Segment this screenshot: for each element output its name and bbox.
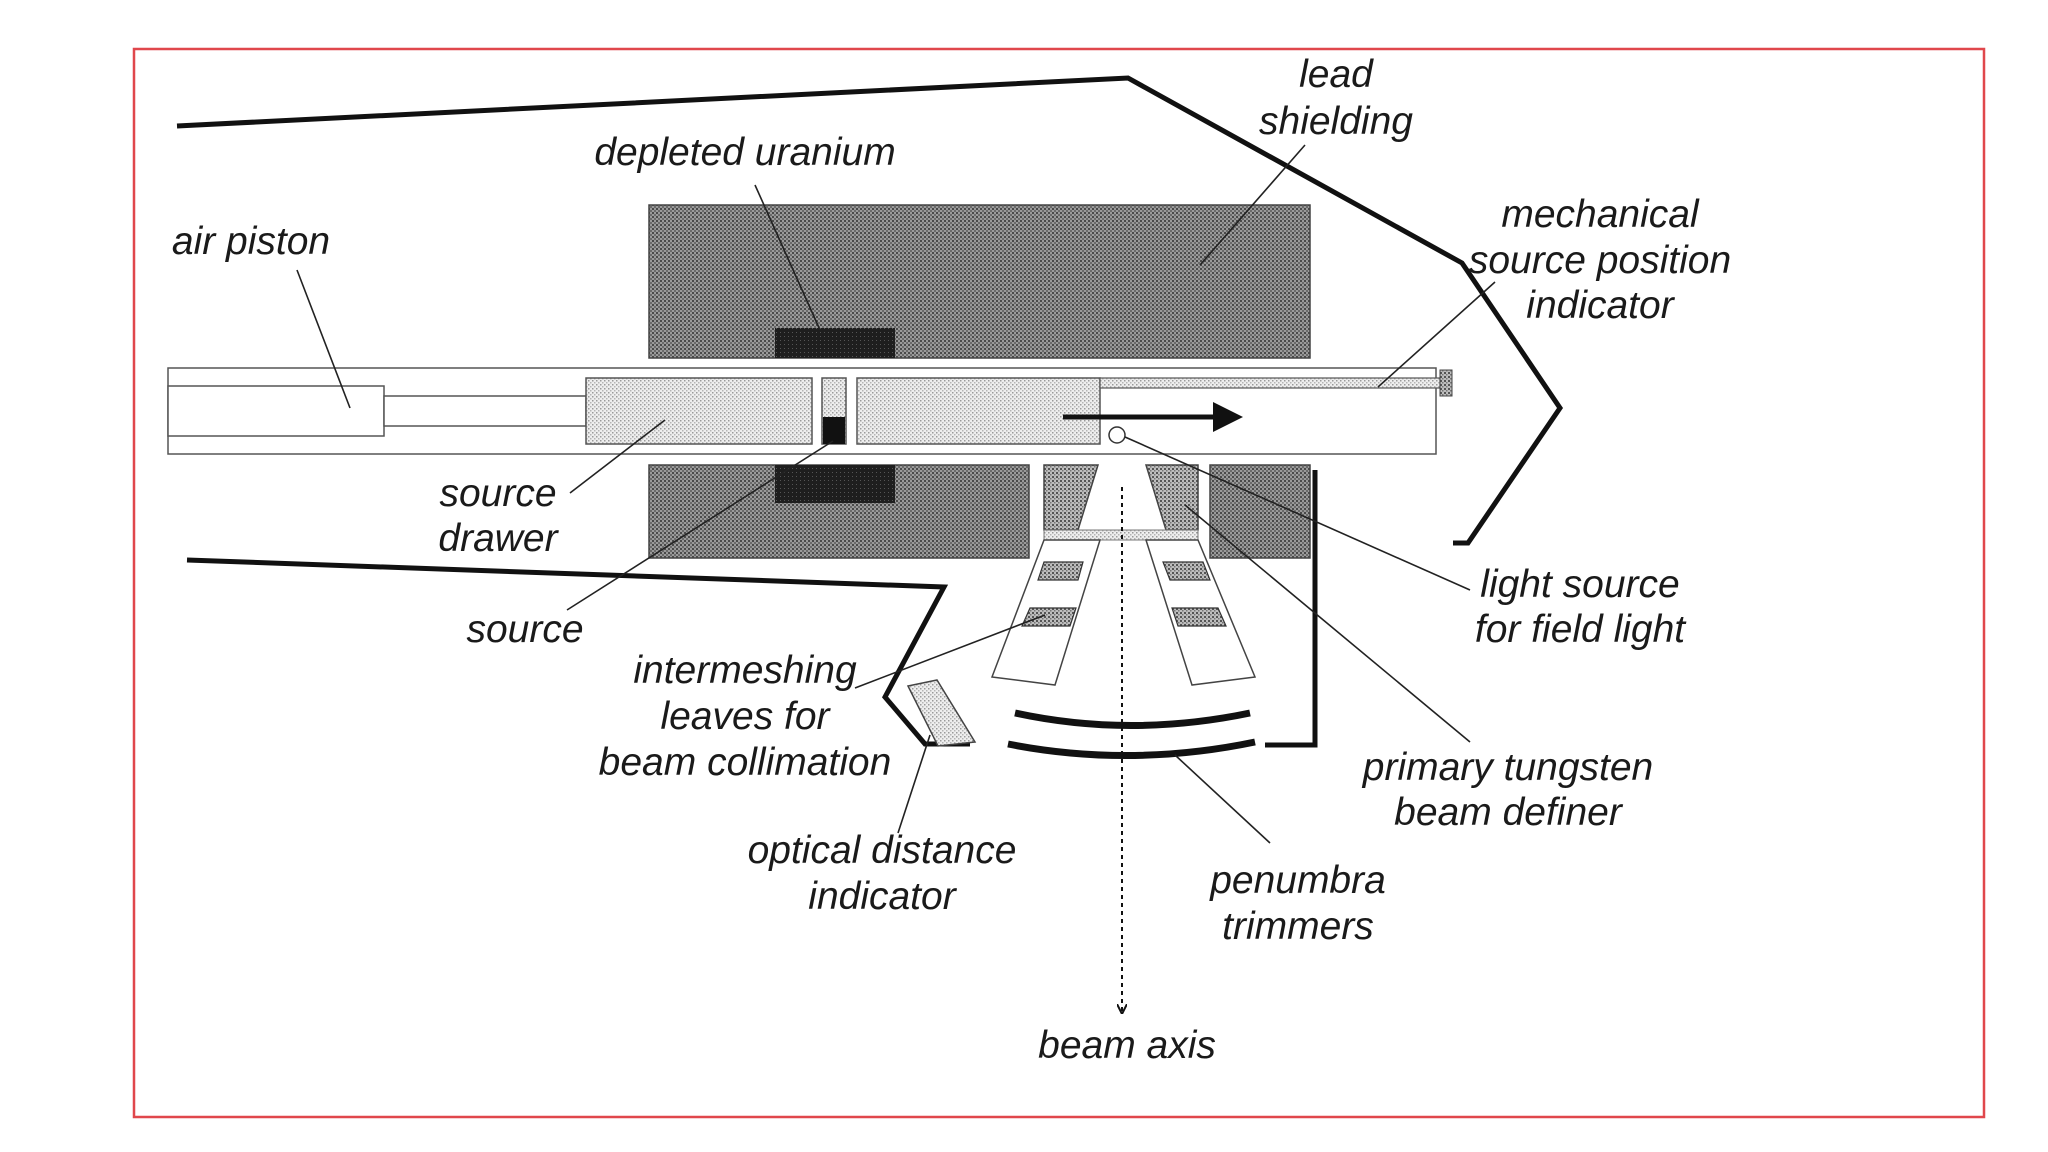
leader-light-source	[1124, 436, 1471, 591]
label-light-source-1: light source	[1480, 563, 1679, 606]
leader-tungsten	[1184, 504, 1471, 743]
label-source: source	[466, 608, 583, 651]
light-source-bulb	[1108, 426, 1126, 444]
housing-outline-top	[176, 75, 1564, 546]
label-penumbra-1: penumbra	[1209, 859, 1386, 902]
label-lead-shielding-1: lead	[1299, 53, 1374, 96]
leader-lead-shielding	[1199, 144, 1306, 266]
position-indicator-tip	[1439, 369, 1453, 397]
source-core	[823, 417, 845, 444]
leader-mechanical-indicator	[1377, 281, 1496, 388]
depleted-uranium-lower	[775, 465, 895, 503]
label-beam-axis: beam axis	[1038, 1024, 1216, 1067]
label-tungsten-1: primary tungsten	[1362, 746, 1653, 789]
label-leaves-1: intermeshing	[633, 649, 857, 692]
leader-penumbra	[1174, 754, 1271, 844]
label-source-drawer-1: source	[439, 472, 556, 515]
label-air-piston: air piston	[172, 220, 330, 263]
lead-shielding-upper	[648, 204, 1311, 359]
leader-lines	[296, 144, 1496, 844]
leader-source-drawer	[569, 419, 666, 494]
label-source-drawer-2: drawer	[438, 517, 559, 560]
leaf-left-upper	[1037, 561, 1084, 581]
leader-depleted-uranium	[754, 184, 821, 331]
leader-optical-indicator	[897, 734, 931, 834]
label-light-source-2: for field light	[1475, 608, 1687, 651]
diagram-frame	[132, 47, 1986, 1119]
leader-leaves	[854, 614, 1046, 689]
air-piston-cylinder	[167, 385, 385, 437]
air-piston-rod	[383, 395, 587, 427]
label-optical-1: optical distance	[748, 829, 1017, 872]
label-leaves-3: beam collimation	[599, 741, 892, 784]
label-optical-2: indicator	[808, 875, 957, 918]
housing-outline-right	[1265, 741, 1318, 748]
tungsten-beam-definer-right	[1144, 464, 1199, 531]
leaf-left-lower	[1021, 607, 1077, 627]
label-depleted-uranium: depleted uranium	[594, 131, 895, 174]
label-tungsten-2: beam definer	[1394, 791, 1624, 834]
leader-source	[566, 440, 834, 611]
label-mechanical-3: indicator	[1526, 284, 1675, 327]
position-indicator-rod	[1099, 377, 1441, 389]
penumbra-trimmer-upper	[1014, 709, 1251, 729]
label-mechanical-1: mechanical	[1501, 193, 1700, 236]
label-mechanical-2: source position	[1469, 239, 1731, 282]
optical-distance-indicator	[906, 679, 977, 747]
leaf-right-lower	[1171, 607, 1227, 627]
leader-air-piston	[296, 269, 351, 409]
label-penumbra-2: trimmers	[1222, 905, 1374, 948]
leaf-right-upper	[1162, 561, 1211, 581]
penumbra-trimmer-lower	[1007, 738, 1256, 759]
label-leaves-2: leaves for	[660, 695, 831, 738]
source-drawer-right	[856, 377, 1101, 445]
tungsten-beam-definer-left	[1043, 464, 1100, 531]
lead-shielding-lower-right	[1209, 464, 1311, 559]
depleted-uranium-upper	[775, 328, 895, 358]
source-drawer-left	[585, 377, 813, 445]
label-lead-shielding-2: shielding	[1259, 100, 1413, 143]
